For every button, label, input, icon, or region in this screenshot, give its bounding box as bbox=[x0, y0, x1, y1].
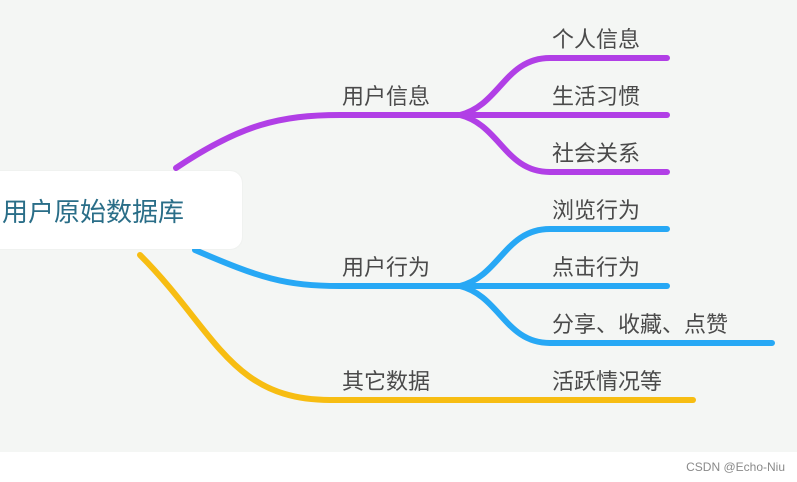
watermark: CSDN @Echo-Niu bbox=[686, 460, 785, 474]
branch-line-share bbox=[457, 283, 775, 346]
mindmap-canvas: 用户原始数据库 用户信息 个人信息 生活习惯 社会关系 用户行为 浏览行为 点击… bbox=[0, 0, 797, 452]
branch-line-user-behavior bbox=[192, 247, 463, 289]
root-node[interactable]: 用户原始数据库 bbox=[0, 171, 242, 249]
branch-line-social bbox=[457, 112, 670, 175]
branch-line-user-info bbox=[173, 112, 463, 171]
node-user-info[interactable]: 用户信息 bbox=[342, 85, 431, 110]
node-activity-status[interactable]: 活跃情况等 bbox=[552, 370, 663, 395]
node-share-favorite-like[interactable]: 分享、收藏、点赞 bbox=[552, 313, 729, 338]
node-living-habits[interactable]: 生活习惯 bbox=[552, 85, 641, 110]
node-browse-behavior[interactable]: 浏览行为 bbox=[552, 199, 641, 224]
node-social-relations[interactable]: 社会关系 bbox=[552, 142, 641, 167]
branch-line-personal-info bbox=[457, 55, 670, 118]
node-user-behavior[interactable]: 用户行为 bbox=[342, 256, 431, 281]
branch-line-other-data bbox=[137, 252, 463, 403]
node-personal-info[interactable]: 个人信息 bbox=[552, 28, 641, 53]
root-node-label: 用户原始数据库 bbox=[2, 197, 185, 228]
node-click-behavior[interactable]: 点击行为 bbox=[552, 256, 641, 281]
node-other-data[interactable]: 其它数据 bbox=[342, 370, 431, 395]
branch-line-browse bbox=[457, 226, 670, 289]
branch-lines bbox=[137, 55, 775, 403]
